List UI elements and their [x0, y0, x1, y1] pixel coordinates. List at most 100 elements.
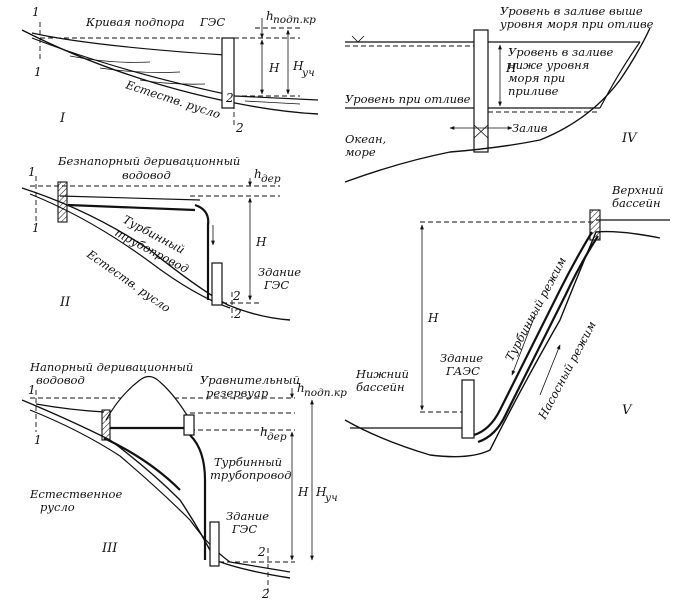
panel-3-pressure-derivation: 1 1 2 2 Напорный деривационный водовод У…	[21, 360, 347, 601]
hill-mound	[105, 375, 191, 421]
roman-II: II	[59, 295, 71, 310]
upper-label-1: Верхний	[611, 183, 664, 197]
section-2-top: 2	[232, 289, 241, 303]
lower-label-2: бассейн	[356, 380, 405, 394]
building-label-2: ГАЭС	[445, 364, 480, 378]
reservoir-backwater	[35, 403, 105, 413]
free-flow-label-1: Безнапорный деривационный	[57, 154, 240, 168]
building-label-1: Здание	[440, 351, 483, 365]
ground-line	[21, 29, 319, 115]
sea-bottom	[344, 27, 651, 183]
pressure-label-1: Напорный деривационный	[29, 360, 193, 374]
h2-letter: h	[260, 425, 268, 439]
hpp-dam	[221, 37, 235, 109]
section-2-bottom: 2	[235, 121, 244, 135]
building-label-1: Здание	[258, 265, 301, 279]
bay-low-label-3: моря при	[508, 71, 565, 85]
pump-mode-label: Насосный режим	[535, 319, 599, 423]
bay-high-label-1: Уровень в заливе выше	[500, 4, 643, 18]
turbine-label-1: Турбинный	[214, 455, 282, 469]
surge-label-2: резервуар	[206, 386, 269, 400]
section-1-bottom: 1	[34, 433, 42, 447]
panel-4-tidal-station: Уровень в заливе выше уровня моря при от…	[344, 4, 654, 183]
H-label: H	[268, 61, 280, 75]
ebb-level-label: Уровень при отливе	[345, 92, 471, 106]
bay-high-label-2: уровня моря при отливе	[499, 17, 654, 31]
H-label: H	[297, 485, 309, 499]
hder-sub: дер	[261, 173, 281, 185]
building-label-2: ГЭС	[263, 278, 289, 292]
turbine-arrow	[511, 314, 536, 376]
ground-line	[21, 399, 291, 579]
water-wave-lines	[69, 55, 301, 105]
backwater-curve-label: Кривая подпора	[85, 15, 185, 29]
natural-label-1: Естественное	[29, 487, 122, 501]
section-1-top: 1	[28, 165, 36, 179]
upper-basin-dam	[589, 209, 601, 241]
bay-low-label-2: ниже уровня	[508, 58, 589, 72]
surge-tank	[183, 414, 195, 436]
roman-IV: IV	[621, 131, 638, 146]
turbine-label-2: трубопровод	[210, 468, 291, 482]
roman-I: I	[59, 111, 66, 126]
upper-label-2: бассейн	[612, 196, 661, 210]
tidal-station	[473, 29, 489, 153]
section-2-top: 2	[225, 91, 234, 105]
section-2-top: 2	[257, 545, 266, 559]
bay-shore	[599, 41, 641, 109]
intake-dam	[57, 181, 68, 223]
turbine-penstock	[194, 203, 210, 300]
bay-low-label-4: приливе	[508, 84, 559, 98]
turbine-penstock	[189, 434, 207, 560]
intake-dam	[101, 409, 111, 441]
ocean-label-1: Океан,	[345, 132, 386, 146]
h-letter: h	[266, 9, 274, 23]
H-label: H	[255, 235, 267, 249]
section-1-bottom: 1	[34, 65, 42, 79]
Huch-sub: уч	[301, 67, 315, 79]
section-2-bottom: 2	[233, 307, 242, 321]
section-1-top: 1	[28, 383, 36, 397]
h1-letter: h	[297, 381, 305, 395]
canal-bottom	[67, 203, 196, 212]
Huch-label: H	[292, 59, 304, 73]
paes-building	[461, 379, 475, 439]
roman-V: V	[622, 403, 633, 418]
free-flow-label-2: водовод	[122, 168, 171, 182]
panel-5-pumped-storage: H Верхний бассейн Нижний бассейн Здание …	[344, 183, 670, 458]
pressure-label-2: водовод	[36, 373, 85, 387]
canal-water	[59, 195, 201, 201]
panel-1-dam-scheme: 1 1 2 2 Кривая подпора ГЭС Естеств. русл…	[21, 5, 319, 135]
pump-arrow	[539, 344, 561, 396]
section-2-bottom: 2	[261, 587, 270, 601]
H-label: H	[505, 61, 517, 75]
lower-label-1: Нижний	[355, 367, 409, 381]
level-marker	[351, 35, 365, 43]
bay-low-label-1: Уровень в заливе	[508, 45, 613, 59]
h1-sub: подп.кр	[304, 387, 347, 399]
Huch-label: H	[315, 485, 327, 499]
ground-line	[21, 187, 291, 321]
h2-sub: дер	[267, 431, 287, 443]
natural-label-2: русло	[40, 500, 75, 514]
ocean-label-2: море	[345, 145, 376, 159]
roman-III: III	[101, 541, 118, 556]
building-label-2: ГЭС	[231, 522, 257, 536]
panel-2-free-flow-derivation: 1 1 2 2 Безнапорный деривационный водово…	[21, 154, 301, 321]
penstock-outer	[477, 235, 599, 444]
bay-label: Залив	[512, 121, 548, 135]
surge-label-1: Уравнительный	[200, 373, 300, 387]
natural-bed-outline	[103, 437, 181, 491]
Huch-sub: уч	[324, 492, 338, 504]
backwater-curve-line	[31, 32, 226, 56]
H-label: H	[427, 311, 439, 325]
hpp-building	[209, 521, 220, 567]
section-1-bottom: 1	[32, 221, 40, 235]
section-1-top: 1	[32, 5, 40, 19]
penstock	[473, 231, 593, 437]
h-sub: подп.кр	[273, 14, 316, 26]
building-label-1: Здание	[226, 509, 269, 523]
hpp-building	[211, 262, 223, 306]
hpp-label: ГЭС	[199, 15, 225, 29]
